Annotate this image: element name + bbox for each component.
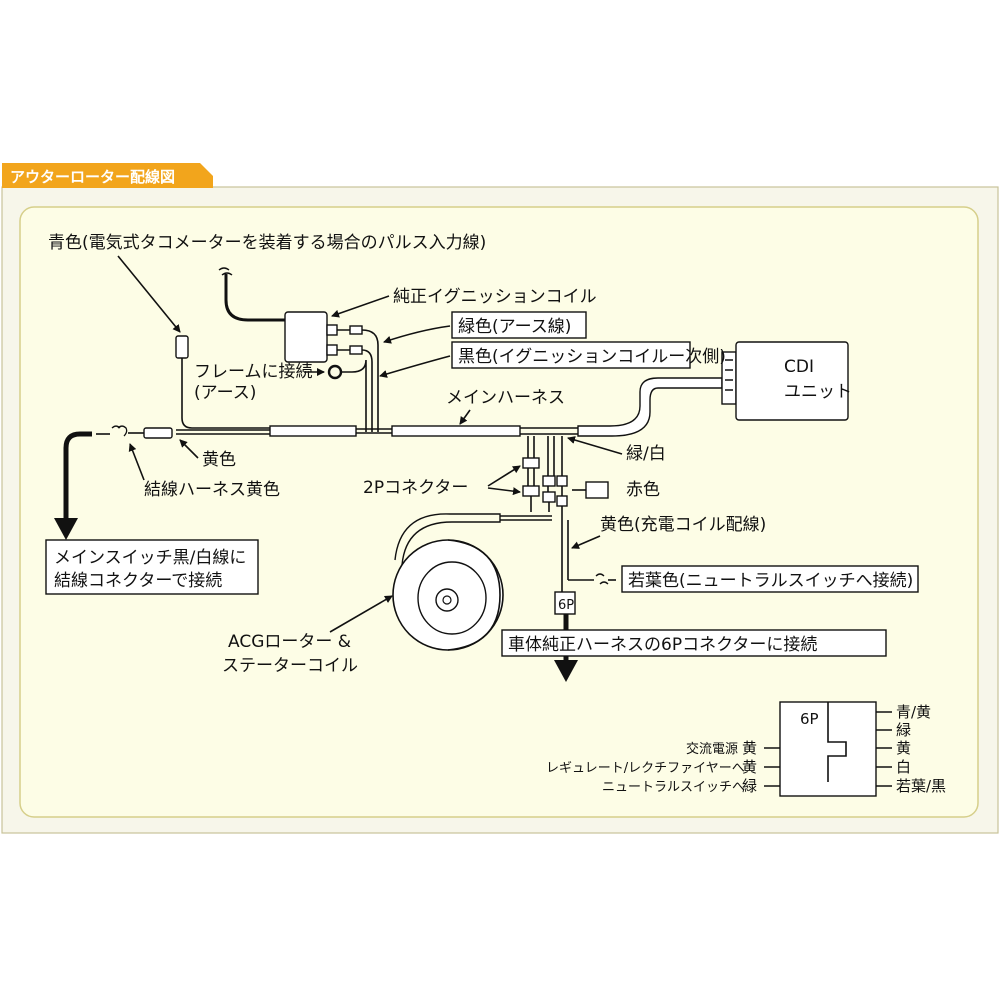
label-green-white: 緑/白 <box>626 444 666 464</box>
cdi-unit <box>735 341 849 421</box>
main-harness-sleeve-left <box>269 425 357 437</box>
title-tab <box>2 163 213 188</box>
label-green-wire: 緑色(アース線) <box>458 317 571 337</box>
label-acg-line2: ステーターコイル <box>222 656 358 676</box>
pinout-right-2: 緑 <box>896 721 911 739</box>
wire-break-icon <box>111 425 128 437</box>
pinout-right-4: 白 <box>896 758 911 776</box>
label-ignition-coil: 純正イグニッションコイル <box>393 287 597 307</box>
label-blue-wire: 青色(電気式タコメーターを装着する場合のパルス入力線) <box>48 233 486 253</box>
label-body-harness: 車体純正ハーネスの6Pコネクターに接続 <box>508 635 817 655</box>
connector-2p-lower-c <box>556 495 568 507</box>
pinout-right-5: 若葉/黒 <box>896 777 946 795</box>
label-harness-yellow: 結線ハーネス黄色 <box>144 480 280 500</box>
connector-6p-tag: 6P <box>558 598 574 613</box>
coil-connector-bottom <box>349 345 363 355</box>
upper-wire <box>224 274 287 322</box>
label-main-harness: メインハーネス <box>446 388 565 408</box>
connector-2p-upper-b <box>542 475 556 487</box>
label-box-body-harness <box>501 629 887 657</box>
coil-terminal-top <box>326 324 338 336</box>
label-box-neutral <box>621 565 919 593</box>
connector-2p-upper-c <box>556 475 568 487</box>
blue-wire-connector <box>175 335 189 359</box>
wire-break-icon <box>595 573 609 585</box>
label-frame-ground-sub: (アース) <box>194 383 256 403</box>
diagram-title: アウターローター配線図 <box>10 168 175 186</box>
label-main-switch-line1: メインスイッチ黒/白線に <box>54 548 246 568</box>
pinout-left-color-3: 緑 <box>742 777 757 795</box>
label-main-switch-line2: 結線コネクターで接続 <box>54 571 222 591</box>
label-charge-coil: 黄色(充電コイル配線) <box>600 515 766 535</box>
main-harness-sleeve-mid <box>391 425 521 437</box>
label-yellow: 黄色 <box>202 450 236 470</box>
red-wire-connector <box>585 481 609 499</box>
connector-2p-lower-b <box>542 491 556 503</box>
down-arrow-left <box>54 518 78 540</box>
pinout-title: 6P <box>800 710 819 728</box>
label-red: 赤色 <box>626 480 660 500</box>
label-box-black-wire <box>451 341 691 369</box>
pinout-left-desc-3: ニュートラルスイッチへ <box>602 780 745 795</box>
blue-wire <box>181 358 272 429</box>
label-black-wire: 黒色(イグニッションコイルー次側) <box>458 347 726 367</box>
pinout-left-color-1: 黄 <box>742 739 757 757</box>
label-acg-line1: ACGローター & <box>228 632 351 652</box>
pinout-left-color-2: 黄 <box>742 758 757 776</box>
connector-2p-upper-a <box>522 457 540 469</box>
harness-yellow-connector <box>143 427 173 439</box>
ignition-coil-body <box>284 311 328 363</box>
pinout-left-desc-2: レギュレート/レクチファイヤーへ <box>546 761 745 776</box>
pinout-right-1: 青/黄 <box>896 703 931 721</box>
pinout-right-3: 黄 <box>896 739 911 757</box>
cdi-label-line2: ユニット <box>784 382 852 402</box>
coil-terminal-bottom <box>326 344 338 356</box>
pinout-left-desc-1: 交流電源 <box>686 741 738 757</box>
connector-2p-lower-a <box>522 485 540 497</box>
wire-break-icon <box>218 267 233 276</box>
ground-ring-icon <box>327 364 343 380</box>
cdi-label-line1: CDI <box>784 357 814 377</box>
label-box-green-wire <box>451 311 587 339</box>
label-box-main-switch <box>45 539 259 595</box>
down-arrow-6p <box>554 660 578 682</box>
label-2p-connector: 2Pコネクター <box>363 478 468 498</box>
coil-connector-top <box>349 325 363 335</box>
label-neutral: 若葉色(ニュートラルスイッチへ接続) <box>628 571 913 591</box>
label-frame-ground: フレームに接続 <box>194 362 313 382</box>
